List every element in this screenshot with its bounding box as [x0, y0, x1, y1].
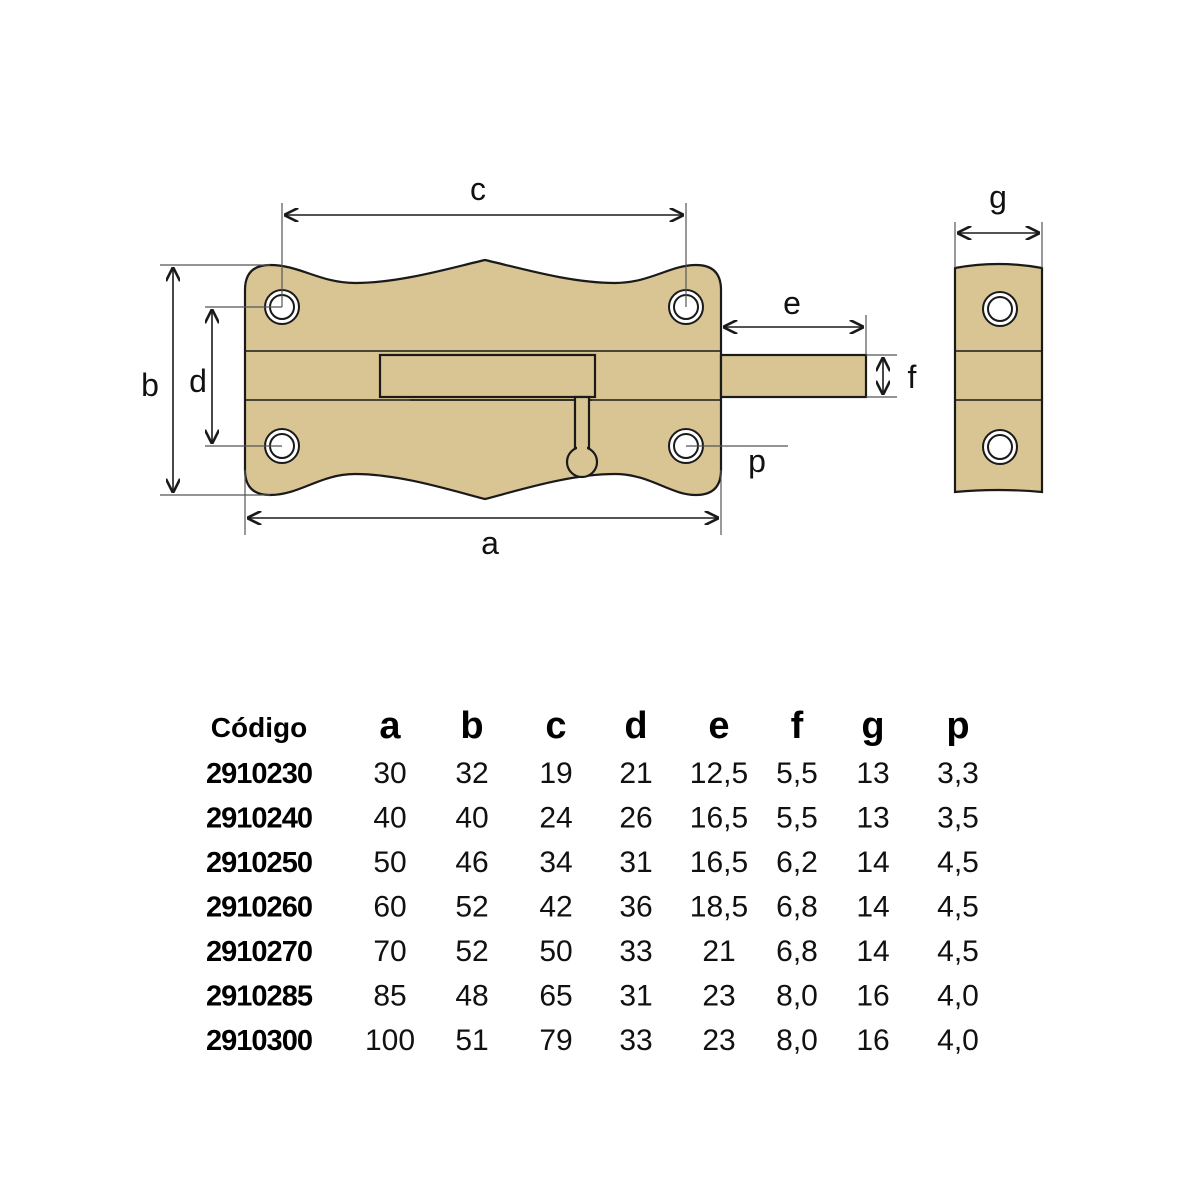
front-view [243, 258, 868, 501]
table-cell: 33 [619, 935, 652, 968]
table-cell: 60 [373, 891, 406, 924]
table-cell: 21 [702, 935, 735, 968]
dimensions-table: Código a b c d e f g p 2910230 30 32 19 21 12,5 5,5 13 3,… [206, 705, 979, 1057]
table-cell: 18,5 [690, 891, 748, 924]
table-cell: 50 [539, 935, 572, 968]
table-cell: 26 [619, 802, 652, 835]
table-cell: 4,5 [937, 846, 979, 879]
table-cell: 4,5 [937, 935, 979, 968]
side-view [953, 262, 1044, 494]
table-header-d: d [624, 705, 647, 747]
table-cell: 14 [856, 935, 889, 968]
label-g: g [989, 179, 1007, 215]
table-cell: 23 [702, 1024, 735, 1057]
table-cell: 36 [619, 891, 652, 924]
table-cell: 5,5 [776, 757, 818, 790]
table-header-c: c [545, 705, 566, 747]
side-plate [953, 262, 1044, 494]
table-cell: 14 [856, 846, 889, 879]
table-cell: 31 [619, 846, 652, 879]
table-cell: 8,0 [776, 1024, 818, 1057]
table-cell: 31 [619, 980, 652, 1013]
table-header-p: p [946, 705, 969, 747]
screw-holes [264, 289, 704, 464]
table-cell-code: 2910240 [206, 803, 312, 835]
table-cell-code: 2910230 [206, 758, 312, 790]
table-cell-code: 2910260 [206, 892, 312, 924]
table-cell: 19 [539, 757, 572, 790]
table-header-codigo: Código [211, 712, 307, 743]
label-e: e [783, 285, 801, 321]
table-cell: 6,8 [776, 891, 818, 924]
table-cell: 16 [856, 980, 889, 1013]
table-cell: 16 [856, 1024, 889, 1057]
table-header-g: g [861, 705, 884, 747]
table-cell: 13 [856, 757, 889, 790]
label-c: c [470, 171, 486, 207]
table-cell: 70 [373, 935, 406, 968]
label-d: d [189, 363, 207, 399]
table-cell: 51 [455, 1024, 488, 1057]
label-f: f [908, 359, 917, 395]
table-cell: 14 [856, 891, 889, 924]
table-cell: 23 [702, 980, 735, 1013]
table-cell: 52 [455, 891, 488, 924]
table-cell: 6,8 [776, 935, 818, 968]
dimension-lines [160, 203, 1043, 535]
bolt-rod [719, 353, 868, 399]
table-cell: 40 [455, 802, 488, 835]
table-cell: 4,0 [937, 980, 979, 1013]
table-cell: 85 [373, 980, 406, 1013]
table-header-a: a [379, 705, 401, 747]
table-cell: 4,5 [937, 891, 979, 924]
label-a: a [481, 525, 499, 561]
table-cell: 3,3 [937, 757, 979, 790]
table-cell: 65 [539, 980, 572, 1013]
table-cell: 100 [365, 1024, 415, 1057]
table-cell: 6,2 [776, 846, 818, 879]
table-cell: 50 [373, 846, 406, 879]
bolt-slide [378, 353, 597, 399]
table-cell: 16,5 [690, 846, 748, 879]
table-cell: 16,5 [690, 802, 748, 835]
table-cell: 30 [373, 757, 406, 790]
table-cell: 21 [619, 757, 652, 790]
table-header-b: b [460, 705, 483, 747]
table-cell-code: 2910250 [206, 847, 312, 879]
table-header-e: e [708, 705, 729, 747]
table-cell: 52 [455, 935, 488, 968]
table-cell-code: 2910300 [206, 1025, 312, 1057]
dimension-labels: c b d a e f g p [141, 171, 1007, 561]
table-cell: 8,0 [776, 980, 818, 1013]
table-cell: 40 [373, 802, 406, 835]
table-cell: 48 [455, 980, 488, 1013]
table-cell: 12,5 [690, 757, 748, 790]
label-p: p [748, 443, 766, 479]
table-cell: 42 [539, 891, 572, 924]
table-cell-code: 2910285 [206, 981, 313, 1013]
table-cell: 32 [455, 757, 488, 790]
table-cell: 33 [619, 1024, 652, 1057]
table-header-f: f [791, 705, 804, 747]
table-cell: 3,5 [937, 802, 979, 835]
table-cell: 5,5 [776, 802, 818, 835]
table-cell-code: 2910270 [206, 936, 312, 968]
table-cell: 24 [539, 802, 572, 835]
table-cell: 13 [856, 802, 889, 835]
knob-joint [577, 440, 587, 454]
table-cell: 34 [539, 846, 572, 879]
table-cell: 46 [455, 846, 488, 879]
table-cell: 4,0 [937, 1024, 979, 1057]
label-b: b [141, 367, 159, 403]
table-cell: 79 [539, 1024, 572, 1057]
